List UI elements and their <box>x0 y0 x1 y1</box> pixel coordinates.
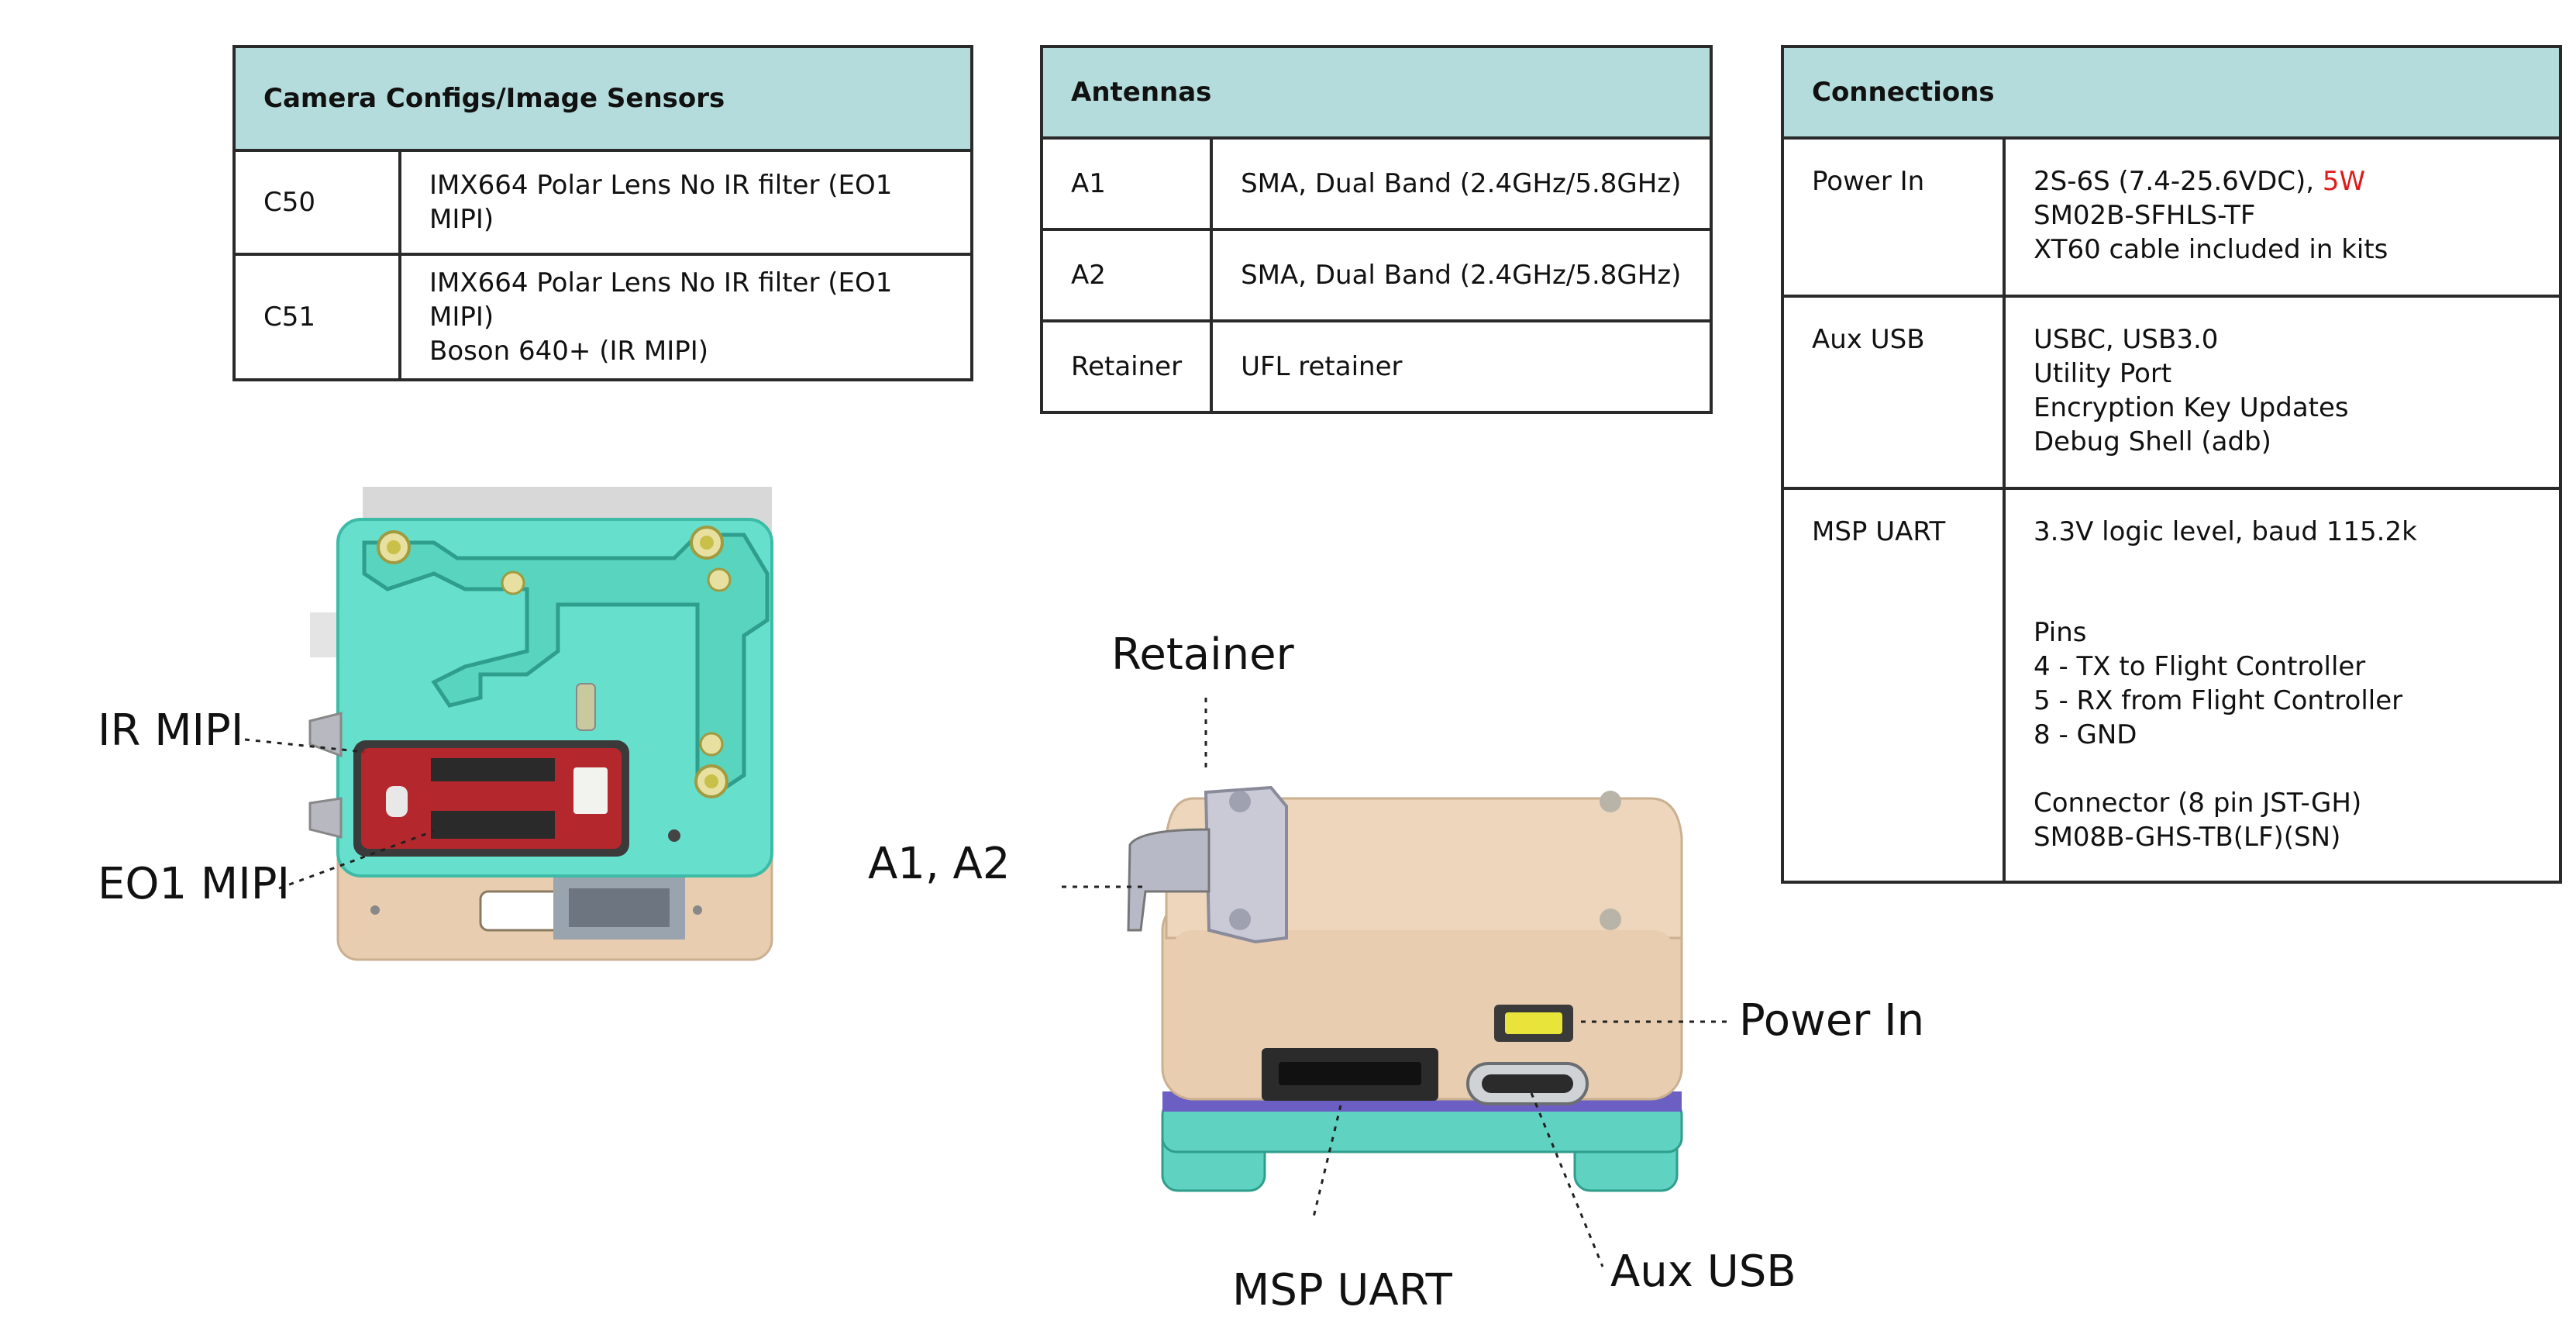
callout-aux-usb: Aux USB <box>1610 1246 1796 1297</box>
aux-usb-leader <box>1530 1092 1604 1267</box>
msp-line5: 4 - TX to Flight Controller <box>2034 651 2366 682</box>
connection-key-aux-usb: Aux USB <box>1781 295 2006 490</box>
table-row: Aux USB USBC, USB3.0 Utility Port Encryp… <box>1781 295 2562 490</box>
connection-key-msp-uart: MSP UART <box>1781 487 2006 884</box>
table-row: Retainer UFL retainer <box>1039 319 1713 414</box>
camera-key-c51: C51 <box>232 253 401 381</box>
power-in-line1: 2S-6S (7.4-25.6VDC), 5W <box>2034 166 2366 197</box>
antennas-table-title: Antennas <box>1040 45 1713 140</box>
table-row: A1 SMA, Dual Band (2.4GHz/5.8GHz) <box>1039 136 1713 231</box>
right-device-illustration <box>1127 785 1683 1192</box>
antenna-key-a1: A1 <box>1039 136 1214 231</box>
callout-a1-a2: A1, A2 <box>868 839 1011 889</box>
antenna-value-a1: SMA, Dual Band (2.4GHz/5.8GHz) <box>1210 136 1713 231</box>
callout-retainer: Retainer <box>1111 629 1294 680</box>
table-row: A2 SMA, Dual Band (2.4GHz/5.8GHz) <box>1039 228 1713 322</box>
table-row: C50 IMX664 Polar Lens No IR filter (EO1 … <box>232 149 973 256</box>
connections-table: Connections Power In 2S-6S (7.4-25.6VDC)… <box>1781 45 2562 884</box>
connections-table-title: Connections <box>1781 45 2562 140</box>
msp-line6: 5 - RX from Flight Controller <box>2034 685 2403 716</box>
aux-usb-line1: USBC, USB3.0 <box>2034 324 2219 355</box>
camera-value-c51-line2: Boson 640+ (IR MIPI) <box>429 336 709 367</box>
ir-mipi-leader <box>244 738 365 753</box>
table-row: MSP UART 3.3V logic level, baud 115.2k P… <box>1781 487 2562 884</box>
camera-config-table: Camera Configs/Image Sensors C50 IMX664 … <box>232 45 973 381</box>
camera-key-c50: C50 <box>232 149 401 256</box>
msp-line1: 3.3V logic level, baud 115.2k <box>2034 516 2417 547</box>
power-in-line3: XT60 cable included in kits <box>2034 234 2388 265</box>
msp-line10: SM08B-GHS-TB(LF)(SN) <box>2034 822 2341 853</box>
callout-eo1-mipi: EO1 MIPI <box>98 859 291 909</box>
aux-usb-line2: Utility Port <box>2034 358 2172 389</box>
msp-uart-leader <box>1311 1105 1342 1221</box>
aux-usb-line3: Encryption Key Updates <box>2034 392 2349 423</box>
camera-table-title: Camera Configs/Image Sensors <box>232 45 973 152</box>
antenna-key-a2: A2 <box>1039 228 1214 322</box>
antenna-value-retainer: UFL retainer <box>1210 319 1713 414</box>
callout-msp-uart: MSP UART <box>1232 1265 1452 1315</box>
msp-line7: 8 - GND <box>2034 719 2137 750</box>
power-in-wattage: 5W <box>2322 166 2366 197</box>
camera-value-c50: IMX664 Polar Lens No IR filter (EO1 MIPI… <box>429 170 893 235</box>
aux-usb-line4: Debug Shell (adb) <box>2034 426 2271 457</box>
connection-key-power-in: Power In <box>1781 136 2006 298</box>
callout-power-in: Power In <box>1739 995 1925 1046</box>
antennas-table: Antennas A1 SMA, Dual Band (2.4GHz/5.8GH… <box>1039 45 1713 414</box>
antenna-key-retainer: Retainer <box>1039 319 1214 414</box>
leader-lines <box>244 698 1727 1267</box>
power-in-line2: SM02B-SFHLS-TF <box>2034 200 2256 231</box>
msp-line4: Pins <box>2034 617 2087 648</box>
callout-ir-mipi: IR MIPI <box>98 705 244 756</box>
msp-line9: Connector (8 pin JST-GH) <box>2034 788 2362 819</box>
camera-value-c51-line1: IMX664 Polar Lens No IR filter (EO1 MIPI… <box>429 267 893 333</box>
left-device-illustration <box>308 487 773 961</box>
antenna-value-a2: SMA, Dual Band (2.4GHz/5.8GHz) <box>1210 228 1713 322</box>
table-row: Power In 2S-6S (7.4-25.6VDC), 5W SM02B-S… <box>1781 136 2562 298</box>
table-row: C51 IMX664 Polar Lens No IR filter (EO1 … <box>232 253 973 381</box>
